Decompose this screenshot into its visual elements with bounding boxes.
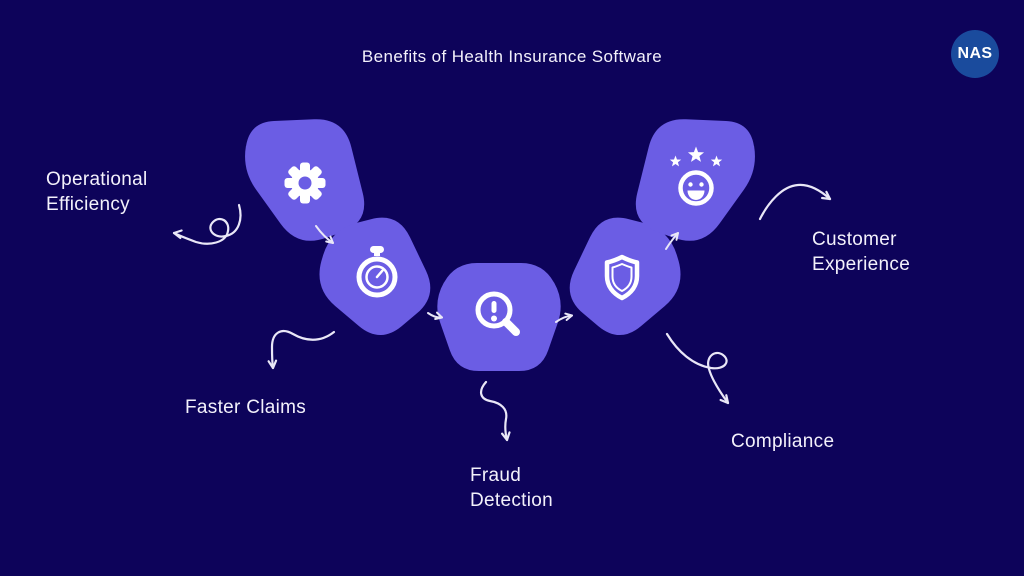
connector-arrow-1 bbox=[315, 225, 334, 244]
label-faster-claims: Faster Claims bbox=[185, 397, 307, 418]
squiggle-arrow-faster-claims bbox=[267, 330, 336, 370]
label-compliance: Compliance bbox=[731, 431, 835, 452]
node-fraud-detection bbox=[437, 263, 561, 371]
connector-arrow-4 bbox=[665, 232, 679, 250]
label-customer-experience: Customer Experience bbox=[812, 229, 911, 275]
node-faster-claims bbox=[319, 217, 431, 336]
node-compliance bbox=[569, 217, 681, 336]
connector-arrow-3 bbox=[555, 312, 573, 323]
star-icon bbox=[710, 155, 723, 167]
stopwatch-icon bbox=[356, 246, 398, 298]
label-operational-efficiency: Operational Efficiency bbox=[46, 169, 148, 215]
star-icon bbox=[669, 155, 682, 167]
squiggle-arrow-compliance bbox=[665, 332, 730, 405]
star-icon bbox=[687, 146, 705, 162]
gear-icon bbox=[284, 162, 326, 204]
page-title: Benefits of Health Insurance Software bbox=[361, 47, 663, 66]
squiggle-arrow-operational-efficiency bbox=[172, 203, 242, 245]
squiggle-arrow-fraud-detection bbox=[480, 380, 511, 442]
nas-logo: NAS bbox=[951, 30, 999, 78]
label-fraud-detection: Fraud Detection bbox=[470, 465, 553, 511]
shield-icon bbox=[604, 254, 640, 301]
magnifier-alert-icon bbox=[475, 291, 520, 336]
connector-arrow-2 bbox=[427, 311, 443, 320]
node-customer-experience bbox=[635, 119, 755, 241]
smiley-stars-icon bbox=[669, 146, 723, 206]
squiggle-arrow-customer-experience bbox=[758, 183, 832, 221]
nas-logo-text: NAS bbox=[957, 45, 993, 62]
